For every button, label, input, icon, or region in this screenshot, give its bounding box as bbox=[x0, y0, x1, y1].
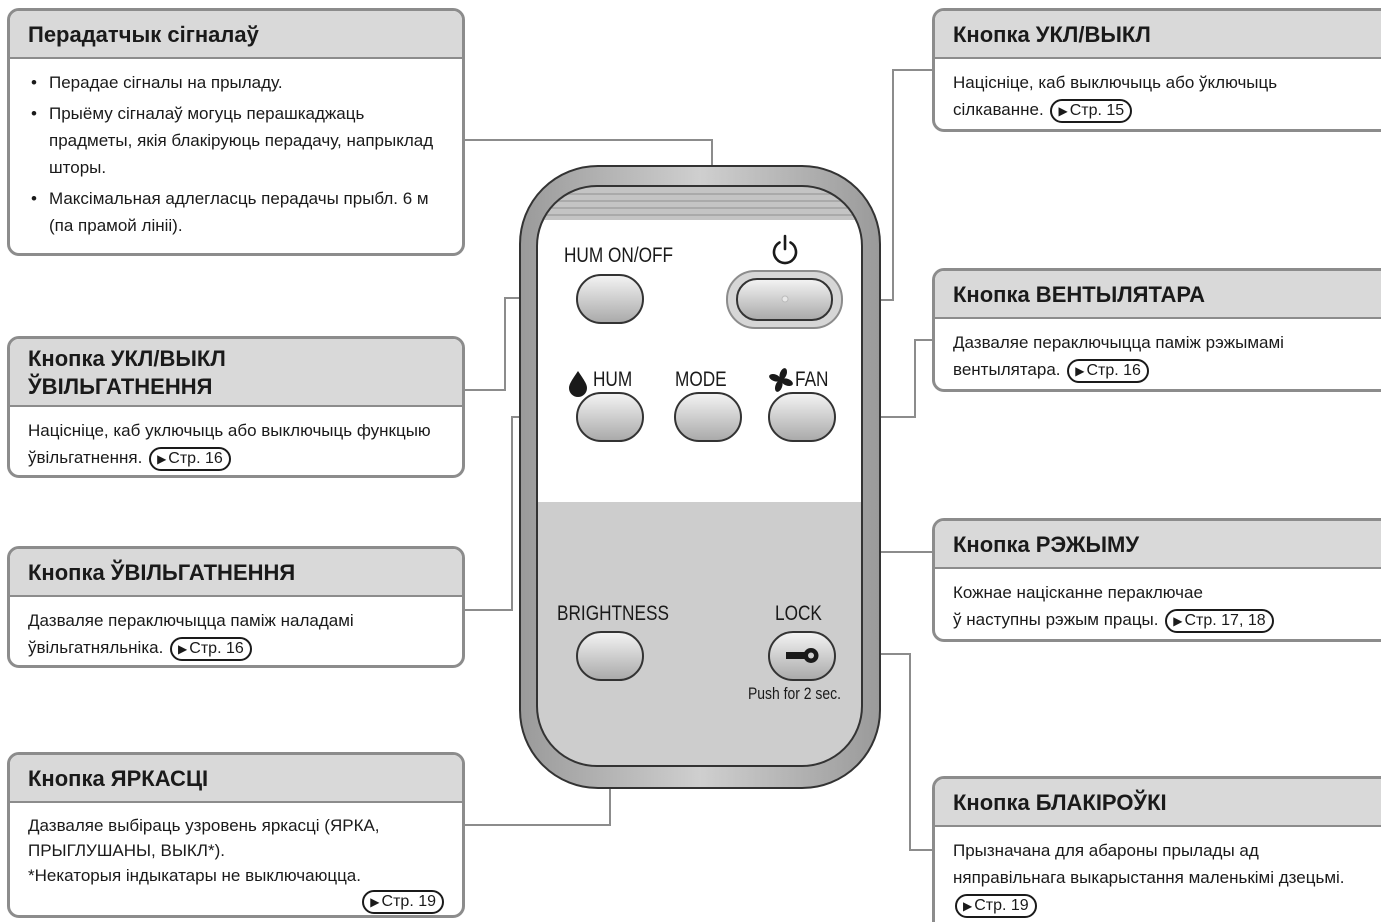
power-icon bbox=[772, 234, 798, 265]
callout-text: Дазваляе выбіраць узровень яркасці (ЯРКА… bbox=[28, 816, 380, 860]
lock-label: LOCK bbox=[775, 602, 822, 625]
callout-text: Дазваляе пераключыцца паміж наладамі ўві… bbox=[28, 611, 354, 657]
transmitter-window bbox=[537, 186, 862, 220]
callout-text: Націсніце, каб выключыць або ўключыць сі… bbox=[953, 73, 1278, 119]
callout-title: Кнопка ЯРКАСЦІ bbox=[10, 755, 462, 803]
callout-text: Прызначана для абароны прылады ад няправ… bbox=[953, 841, 1345, 887]
page-ref-link[interactable]: ▶Стр. 19 bbox=[362, 890, 444, 914]
callout-note: *Некаторыя індыкатары не выключаюцца. bbox=[28, 866, 361, 885]
callout-title: Кнопка УКЛ/ВЫКЛ ЎВІЛЬГАТНЕННЯ bbox=[10, 339, 462, 407]
drop-icon bbox=[569, 371, 587, 397]
hum-onoff-label: HUM ON/OFF bbox=[564, 244, 674, 267]
page-ref-text: Стр. 17, 18 bbox=[1184, 612, 1266, 629]
mode-label: MODE bbox=[675, 368, 727, 391]
callout-mode: Кнопка РЭЖЫМУ Кожнае націсканне пераключ… bbox=[932, 518, 1381, 642]
callout-fan: Кнопка ВЕНТЫЛЯТАРА Дазваляе пераключыцца… bbox=[932, 268, 1381, 392]
callout-lock: Кнопка БЛАКІРОЎКІ Прызначана для абароны… bbox=[932, 776, 1381, 922]
callout-text: Дазваляе пераключыцца паміж рэжымамі вен… bbox=[953, 333, 1284, 379]
hum-button bbox=[576, 392, 644, 442]
key-icon bbox=[786, 648, 819, 663]
callout-hum-onoff: Кнопка УКЛ/ВЫКЛ ЎВІЛЬГАТНЕННЯ Націсніце,… bbox=[7, 336, 465, 478]
page-ref-link[interactable]: ▶Стр. 16 bbox=[170, 637, 252, 661]
page-ref-text: Стр. 19 bbox=[974, 897, 1029, 914]
page-ref-link[interactable]: ▶Стр. 16 bbox=[149, 447, 231, 471]
list-item: Максімальная адлегласць перадачы прыбл. … bbox=[28, 185, 444, 239]
callout-transmitter: Перадатчык сігналаў Перадае сігналы на п… bbox=[7, 8, 465, 256]
fan-label: FAN bbox=[795, 368, 829, 391]
hum-label: HUM bbox=[593, 368, 633, 391]
page-ref-link[interactable]: ▶Стр. 16 bbox=[1067, 359, 1149, 383]
callout-title-line: ЎВІЛЬГАТНЕННЯ bbox=[28, 374, 213, 399]
callout-brightness: Кнопка ЯРКАСЦІ Дазваляе выбіраць узровен… bbox=[7, 752, 465, 918]
callout-title: Кнопка ВЕНТЫЛЯТАРА bbox=[935, 271, 1381, 319]
page-ref-text: Стр. 16 bbox=[189, 640, 244, 657]
callout-text: ў наступны рэжым працы. bbox=[953, 610, 1159, 629]
brightness-label: BRIGHTNESS bbox=[557, 602, 669, 625]
page-ref-text: Стр. 19 bbox=[381, 893, 436, 910]
callout-title: Кнопка УКЛ/ВЫКЛ bbox=[935, 11, 1381, 59]
callout-title: Кнопка БЛАКІРОЎКІ bbox=[935, 779, 1381, 827]
fan-button bbox=[768, 392, 836, 442]
callout-title: Кнопка ЎВІЛЬГАТНЕННЯ bbox=[10, 549, 462, 597]
page-ref-link[interactable]: ▶Стр. 17, 18 bbox=[1165, 609, 1274, 633]
page-ref-text: Стр. 16 bbox=[1086, 362, 1141, 379]
lock-hint: Push for 2 sec. bbox=[748, 684, 841, 703]
callout-title: Перадатчык сігналаў bbox=[10, 11, 462, 59]
fan-icon bbox=[769, 368, 793, 392]
hum-onoff-button bbox=[576, 274, 644, 324]
list-item: Прыёму сігналаў могуць перашкаджаць прад… bbox=[28, 100, 444, 181]
callout-power: Кнопка УКЛ/ВЫКЛ Націсніце, каб выключыць… bbox=[932, 8, 1381, 132]
mode-button bbox=[674, 392, 742, 442]
line-transmitter bbox=[463, 139, 713, 170]
page-ref-text: Стр. 16 bbox=[168, 450, 223, 467]
page-ref-link[interactable]: ▶Стр. 15 bbox=[1050, 99, 1133, 123]
callout-hum: Кнопка ЎВІЛЬГАТНЕННЯ Дазваляе пераключыц… bbox=[7, 546, 465, 668]
callout-title-line: Кнопка УКЛ/ВЫКЛ bbox=[28, 346, 226, 371]
callout-text: Націсніце, каб уключыць або выключыць фу… bbox=[28, 421, 431, 467]
callout-title: Кнопка РЭЖЫМУ bbox=[935, 521, 1381, 569]
page-ref-link[interactable]: ▶Стр. 19 bbox=[955, 894, 1037, 918]
power-led bbox=[781, 295, 789, 303]
list-item: Перадае сігналы на прыладу. bbox=[28, 69, 444, 96]
page-ref-text: Стр. 15 bbox=[1069, 102, 1125, 119]
transmitter-list: Перадае сігналы на прыладу. Прыёму сігна… bbox=[28, 69, 444, 239]
callout-text: Кожнае націсканне пераключае bbox=[953, 583, 1203, 602]
brightness-button bbox=[576, 631, 644, 681]
